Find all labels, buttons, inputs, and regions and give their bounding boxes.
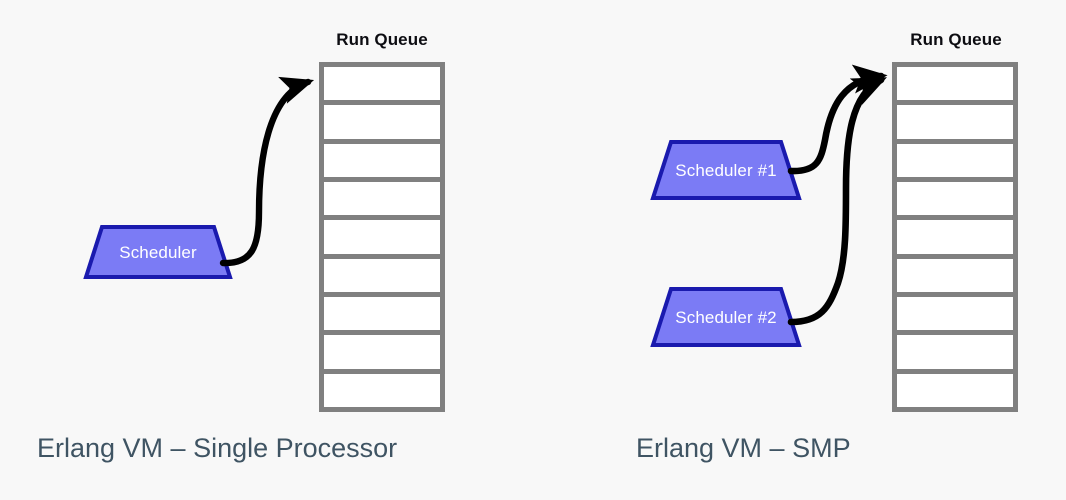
queue-cell <box>324 296 440 336</box>
panel-caption-single: Erlang VM – Single Processor <box>37 433 398 463</box>
panel-single-processor: Run Queue Scheduler <box>37 30 445 463</box>
arrow-scheduler-2-to-queue <box>787 76 887 326</box>
queue-cell <box>324 105 440 144</box>
run-queue-stack <box>319 62 445 412</box>
queue-cell <box>897 67 1013 106</box>
trapezoid-icon <box>650 287 802 347</box>
queue-cell <box>897 105 1013 144</box>
run-queue-title: Run Queue <box>336 30 428 49</box>
queue-cell <box>324 143 440 182</box>
queue-cell <box>324 220 440 259</box>
scheduler-label: Scheduler #2 <box>675 307 777 327</box>
queue-cell <box>897 181 1013 221</box>
queue-cell <box>324 258 440 297</box>
arrow-scheduler-1-to-queue <box>787 64 888 175</box>
scheduler-shape[interactable]: Scheduler <box>83 225 233 279</box>
arrow-layer-single <box>219 76 315 267</box>
scheduler-shape-1[interactable]: Scheduler #1 <box>650 140 802 200</box>
queue-cell <box>324 67 440 106</box>
scheduler-shape-2[interactable]: Scheduler #2 <box>650 287 802 347</box>
scheduler-label: Scheduler <box>119 242 197 262</box>
panel-smp: Run Queue Scheduler #1 Scheduler #2 <box>533 0 1066 500</box>
trapezoid-icon <box>83 225 233 279</box>
arrow-scheduler-to-queue <box>219 76 315 267</box>
queue-cell <box>897 296 1013 336</box>
queue-cell <box>897 373 1013 407</box>
queue-cell <box>897 143 1013 182</box>
queue-cell <box>324 335 440 374</box>
panel-caption-smp: Erlang VM – SMP <box>636 433 851 463</box>
run-queue-title: Run Queue <box>910 30 1002 49</box>
queue-cell <box>324 373 440 407</box>
queue-cell <box>897 258 1013 297</box>
scheduler-label: Scheduler #1 <box>675 160 777 180</box>
queue-cell <box>324 181 440 221</box>
queue-cell <box>897 220 1013 259</box>
queue-cell <box>897 335 1013 374</box>
run-queue-stack <box>892 62 1018 412</box>
